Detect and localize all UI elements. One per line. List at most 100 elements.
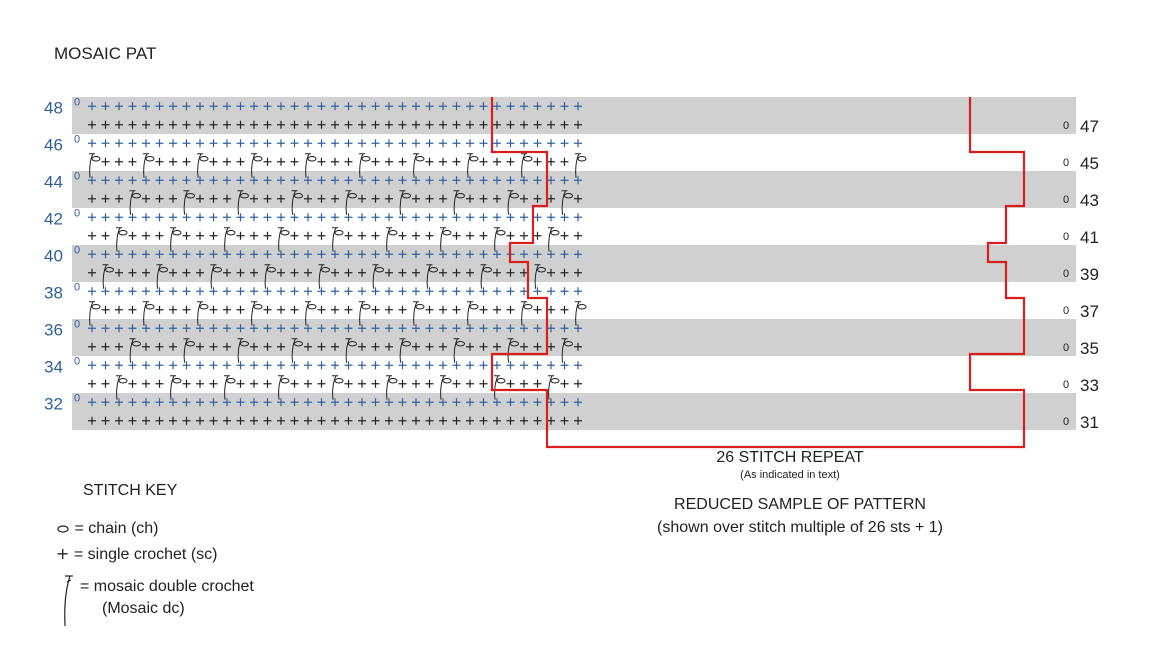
chain-marker-right: 0	[1063, 305, 1069, 317]
chain-stitch	[537, 267, 546, 273]
mosaic-dc-stem	[89, 153, 94, 178]
chain-stitch	[145, 156, 155, 162]
row-label-right: 47	[1080, 117, 1099, 136]
mosaic-dc-stem	[467, 153, 472, 178]
chain-stitch	[321, 267, 330, 273]
sample-subtitle: (shown over stitch multiple of 26 sts + …	[657, 519, 943, 536]
key-chain: = chain (ch)	[56, 520, 159, 538]
mosaic-dc-stem	[440, 375, 445, 400]
key-mosaic-dc-label: = mosaic double crochet	[80, 578, 254, 595]
chain-stitch	[186, 341, 195, 347]
row-label-right: 31	[1080, 413, 1099, 432]
chain-stitch	[267, 267, 276, 273]
chain-stitch	[199, 156, 209, 162]
mosaic-dc-stem	[170, 227, 175, 252]
mosaic-dc-stem	[224, 375, 229, 400]
stitch-key-title: STITCH KEY	[83, 482, 178, 499]
row-label-left: 46	[44, 135, 63, 154]
mosaic-dc-stem	[89, 301, 94, 326]
chain-stitch	[105, 267, 114, 273]
chain-stitch	[240, 341, 249, 347]
mosaic-dc-stem	[575, 153, 580, 178]
chain-stitch	[550, 378, 560, 384]
chain-marker-right: 0	[1063, 268, 1069, 280]
chain-stitch	[118, 378, 128, 384]
chain-stitch	[132, 341, 141, 347]
mosaic-dc-stem	[332, 227, 337, 252]
shaded-band	[72, 319, 1076, 356]
mosaic-dc-stem	[453, 338, 458, 363]
mosaic-dc-stem	[291, 190, 296, 215]
mosaic-dc-stem	[251, 301, 256, 326]
mosaic-dc-stem	[359, 153, 364, 178]
mosaic-dc-stem	[305, 301, 310, 326]
chain-stitch	[348, 341, 357, 347]
mosaic-dc-stem	[413, 301, 418, 326]
mosaic-dc-stem	[534, 264, 539, 289]
chain-stitch	[429, 267, 438, 273]
mosaic-dc-stem	[399, 190, 404, 215]
chain-stitch	[213, 267, 222, 273]
chain-marker-left: 0	[74, 355, 80, 367]
mosaic-dc-stem	[305, 153, 310, 178]
shaded-band	[72, 393, 1076, 430]
chain-stitch	[402, 193, 411, 199]
mosaic-dc-stem	[386, 227, 391, 252]
chain-marker-left: 0	[74, 392, 80, 404]
mosaic-dc-stem	[440, 227, 445, 252]
chain-stitch	[388, 378, 398, 384]
chain-stitch	[510, 341, 519, 347]
chain-marker-right: 0	[1063, 194, 1069, 206]
chain-marker-left: 0	[74, 207, 80, 219]
stitch-grid	[88, 102, 587, 425]
chain-stitch	[226, 230, 236, 236]
mosaic-dc-stem	[548, 375, 553, 400]
shaded-bands	[72, 97, 1076, 430]
chain-stitch	[415, 304, 425, 310]
sample-title: REDUCED SAMPLE OF PATTERN	[674, 496, 926, 513]
row-label-right: 43	[1080, 191, 1099, 210]
chain-stitch	[469, 304, 479, 310]
chain-stitch	[280, 230, 290, 236]
chain-stitch	[361, 156, 371, 162]
chain-stitch	[388, 230, 398, 236]
chain-stitch	[415, 156, 425, 162]
mosaic-dc-stem	[143, 301, 148, 326]
row-label-right: 37	[1080, 302, 1099, 321]
row-label-left: 36	[44, 320, 63, 339]
chain-stitch	[172, 378, 182, 384]
mosaic-dc-stem	[291, 338, 296, 363]
chain-stitch	[118, 230, 128, 236]
mosaic-dc-stem	[467, 301, 472, 326]
mosaic-dc-stem	[183, 190, 188, 215]
repeat-note: (As indicated in text)	[740, 469, 840, 481]
chain-stitch	[240, 193, 249, 199]
row-label-left: 42	[44, 209, 63, 228]
chain-marker-right: 0	[1063, 416, 1069, 428]
chain-stitch	[172, 230, 182, 236]
mosaic-dc-stem	[332, 375, 337, 400]
chain-marker-right: 0	[1063, 342, 1069, 354]
chain-stitch	[159, 267, 168, 273]
chain-marker-right: 0	[1063, 231, 1069, 243]
mosaic-dc-stem	[521, 153, 526, 178]
mosaic-dc-stem	[494, 375, 499, 400]
chain-marker-left: 0	[74, 318, 80, 330]
chain-marker-right: 0	[1063, 120, 1069, 132]
chain-stitch	[577, 156, 587, 162]
mosaic-dc-stem	[480, 264, 485, 289]
chain-stitch	[294, 341, 303, 347]
mosaic-dc-stem	[264, 264, 269, 289]
mosaic-dc-stem	[129, 190, 134, 215]
chain-marker-left: 0	[74, 244, 80, 256]
chain-stitch	[375, 267, 384, 273]
chain-stitch	[348, 193, 357, 199]
row-label-left: 44	[44, 172, 63, 191]
repeat-outline	[490, 97, 1026, 449]
chain-stitch	[402, 341, 411, 347]
chain-stitch	[186, 193, 195, 199]
mosaic-dc-stem	[237, 190, 242, 215]
row-label-right: 41	[1080, 228, 1099, 247]
mosaic-dc-stem	[426, 264, 431, 289]
